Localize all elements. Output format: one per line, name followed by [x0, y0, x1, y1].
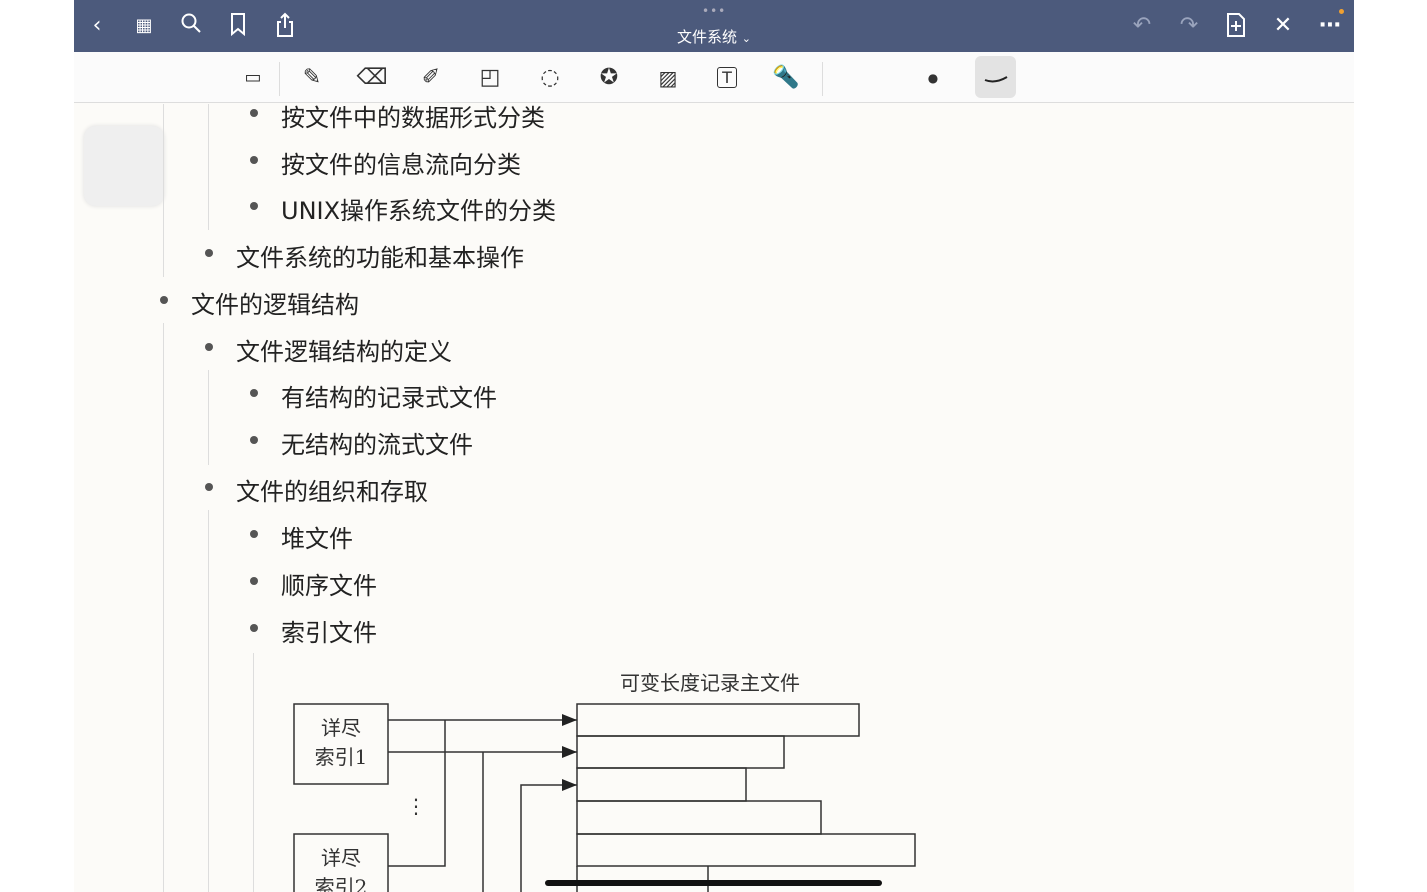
sticker-icon[interactable]: ✪ [599, 65, 619, 90]
shapes-icon[interactable]: ◰ [479, 65, 501, 90]
index-box-1 [293, 703, 389, 785]
outline-item[interactable]: 索引文件 [281, 619, 377, 647]
grid-icon[interactable]: ▦ [135, 15, 153, 36]
bullet-icon[interactable] [250, 202, 258, 210]
outline-item[interactable]: 有结构的记录式文件 [281, 384, 497, 412]
document-title[interactable]: 文件系统 [676, 28, 737, 46]
record-5 [576, 833, 916, 867]
ellipsis: ⋮ [406, 794, 426, 818]
index1-label: 详尽 [321, 716, 361, 740]
outline-item[interactable]: 文件的组织和存取 [236, 478, 428, 506]
bullet-icon[interactable] [250, 577, 258, 585]
record-2 [576, 735, 785, 769]
lasso-icon[interactable]: ◌ [540, 65, 560, 90]
index-file-diagram: 可变长度记录主文件 详尽 索引1 详尽 索引2 ⋮ [293, 671, 916, 892]
document-title-menu[interactable]: 文件系统 ⌄ [74, 26, 1354, 47]
outline-guide [163, 323, 164, 892]
chevron-down-icon: ⌄ [741, 32, 751, 45]
bullet-icon[interactable] [160, 296, 168, 304]
top-bar: ••• ‹ ▦ 文件系统 ⌄ ↶ ↷ ✕ ⋯ [74, 0, 1354, 52]
bullet-icon[interactable] [250, 109, 258, 117]
outline-item[interactable]: 顺序文件 [281, 572, 377, 600]
home-indicator[interactable] [545, 880, 882, 886]
more-icon[interactable]: ⋯ [1319, 13, 1341, 38]
outline-item[interactable]: 文件逻辑结构的定义 [236, 338, 452, 366]
divider [822, 62, 823, 96]
bullet-icon[interactable] [205, 343, 213, 351]
page-thumbnail[interactable] [84, 126, 164, 206]
record-1 [576, 703, 860, 737]
undo-icon[interactable]: ↶ [1132, 13, 1152, 38]
bullet-icon[interactable] [250, 436, 258, 444]
highlighter-icon[interactable]: ✐ [421, 65, 441, 90]
index1-label: 索引1 [315, 745, 368, 769]
outline-item[interactable]: 文件的逻辑结构 [191, 291, 359, 319]
bullet-icon[interactable] [250, 624, 258, 632]
divider [279, 62, 280, 96]
outline-guide [208, 370, 209, 465]
bullet-icon[interactable] [205, 249, 213, 257]
record-4 [576, 800, 822, 835]
share-icon[interactable] [272, 12, 298, 40]
bullet-icon[interactable] [205, 483, 213, 491]
drawing-toolbar: ▭ ✎ ⌫ ✐ ◰ ◌ ✪ ▨ T 🔦 ● [74, 52, 1354, 103]
close-icon[interactable]: ✕ [1273, 13, 1293, 38]
add-page-icon[interactable] [1223, 12, 1249, 40]
search-icon[interactable] [178, 12, 204, 40]
outline-item[interactable]: 堆文件 [281, 525, 353, 553]
page-tool-icon[interactable]: ▭ [244, 67, 262, 88]
redo-icon[interactable]: ↷ [1179, 13, 1199, 38]
outline-item[interactable]: UNIX操作系统文件的分类 [281, 197, 557, 225]
outline-guide [208, 510, 209, 892]
index2-label: 索引2 [315, 875, 368, 892]
outline-item[interactable]: 文件系统的功能和基本操作 [236, 244, 524, 272]
notes-app: ••• ‹ ▦ 文件系统 ⌄ ↶ ↷ ✕ ⋯ ▭ ✎ ⌫ ✐ ◰ ◌ ✪ ▨ T… [74, 0, 1354, 892]
bookmark-icon[interactable] [225, 12, 251, 40]
bullet-icon[interactable] [250, 530, 258, 538]
outline-item[interactable]: 按文件的信息流向分类 [281, 151, 521, 179]
pen-size-dot-icon[interactable]: ● [927, 71, 939, 85]
outline-item[interactable]: 按文件中的数据形式分类 [281, 104, 545, 132]
stroke-style-button[interactable] [975, 56, 1016, 98]
outline-guide [163, 104, 164, 277]
diagram-title: 可变长度记录主文件 [620, 671, 800, 695]
notification-dot [1339, 9, 1344, 14]
bullet-icon[interactable] [250, 156, 258, 164]
pen-icon[interactable]: ✎ [302, 65, 322, 90]
outline-guide [253, 653, 254, 892]
back-icon[interactable]: ‹ [92, 13, 102, 38]
eraser-icon[interactable]: ⌫ [356, 65, 388, 90]
outline-item[interactable]: 无结构的流式文件 [281, 431, 473, 459]
record-3 [576, 767, 747, 802]
image-icon[interactable]: ▨ [658, 66, 678, 90]
outline-guide [208, 104, 209, 230]
pointer-arrow [520, 779, 577, 892]
bullet-icon[interactable] [250, 389, 258, 397]
index2-label: 详尽 [321, 846, 361, 870]
index-box-2 [293, 833, 389, 892]
text-box-icon[interactable]: T [711, 62, 743, 94]
laser-pointer-icon[interactable]: 🔦 [772, 65, 800, 90]
drag-handle-icon[interactable]: ••• [702, 4, 727, 18]
